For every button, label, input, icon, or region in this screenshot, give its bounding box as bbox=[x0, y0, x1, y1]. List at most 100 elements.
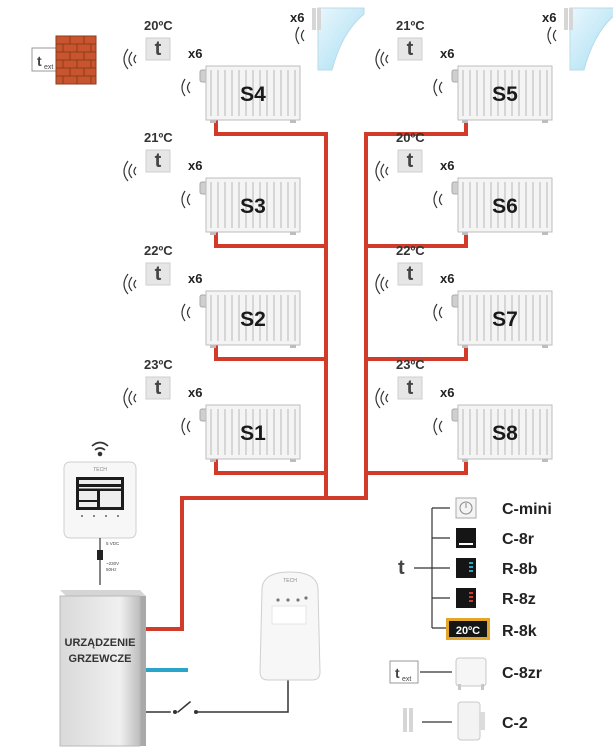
wireless-signal-icon bbox=[295, 26, 305, 45]
valve-count: x6 bbox=[440, 46, 454, 61]
wireless-signal-icon bbox=[433, 78, 443, 97]
window-sensor-count: x6 bbox=[290, 10, 304, 25]
r-8k-icon: 20ºC bbox=[446, 618, 490, 640]
wireless-signal-icon bbox=[375, 160, 389, 182]
legend-item-c-8zr: C-8zr bbox=[502, 665, 542, 682]
c-2-sensor-icon bbox=[457, 701, 485, 741]
power-label-2: ~230V bbox=[106, 561, 119, 566]
pipes bbox=[144, 120, 468, 714]
r-8k-display: 20ºC bbox=[456, 625, 480, 637]
legend-t-symbol: t bbox=[398, 557, 405, 579]
external-sensor: t ext bbox=[31, 35, 97, 85]
text-main: t bbox=[37, 53, 42, 69]
heating-device: URZĄDZENIE GRZEWCZE bbox=[59, 590, 146, 747]
controller-buttons[interactable] bbox=[81, 515, 119, 517]
module-body bbox=[259, 571, 321, 681]
legend-text-main: t bbox=[395, 665, 400, 681]
room-sensor-symbol: t bbox=[407, 150, 414, 172]
valve-count: x6 bbox=[440, 385, 454, 400]
radiator-label: S8 bbox=[492, 422, 518, 445]
c-mini-icon bbox=[455, 497, 477, 519]
power-label-3: 50Hz bbox=[106, 567, 117, 572]
room-sensor bbox=[397, 262, 423, 286]
room-sensor bbox=[145, 376, 171, 400]
radiator-label: S4 bbox=[240, 83, 266, 106]
legend-tree-lines bbox=[414, 507, 450, 629]
wireless-signal-icon bbox=[375, 48, 389, 70]
text-sub: ext bbox=[44, 64, 53, 71]
legend-item-r-8k: R-8k bbox=[502, 623, 537, 640]
wireless-signal-icon bbox=[181, 417, 191, 436]
brick-wall-icon bbox=[55, 35, 97, 85]
controller-brand: TECH bbox=[93, 467, 107, 473]
executive-module: TECH bbox=[259, 571, 321, 681]
control-wire bbox=[145, 679, 289, 714]
zone-temp: 23ºC bbox=[144, 357, 173, 372]
radiator-label: S2 bbox=[240, 308, 266, 331]
zone-temp: 21ºC bbox=[144, 130, 173, 145]
wireless-signal-icon bbox=[123, 48, 137, 70]
legend-item-r-8b: R-8b bbox=[502, 561, 538, 578]
radiator-label: S6 bbox=[492, 195, 518, 218]
wireless-signal-icon bbox=[181, 303, 191, 322]
wireless-signal-icon bbox=[123, 160, 137, 182]
wireless-signal-icon bbox=[181, 190, 191, 209]
room-sensor-symbol: t bbox=[155, 377, 162, 399]
room-sensor-symbol: t bbox=[155, 150, 162, 172]
window-sensor bbox=[312, 8, 316, 30]
wireless-signal-icon bbox=[433, 303, 443, 322]
radiator bbox=[457, 65, 553, 123]
room-sensor bbox=[397, 149, 423, 173]
window-sensor bbox=[564, 8, 568, 30]
c-8zr-sensor-icon bbox=[455, 657, 487, 690]
radiator bbox=[205, 404, 301, 462]
room-sensor-symbol: t bbox=[155, 38, 162, 60]
module-indicators bbox=[276, 596, 308, 602]
valve-count: x6 bbox=[188, 46, 202, 61]
legend-text-box bbox=[389, 660, 419, 684]
module-brand: TECH bbox=[283, 578, 297, 584]
room-sensor-symbol: t bbox=[407, 377, 414, 399]
radiator bbox=[457, 290, 553, 348]
radiator-label: S3 bbox=[240, 195, 266, 218]
radiator bbox=[205, 177, 301, 235]
valve-count: x6 bbox=[440, 271, 454, 286]
radiator-label: S1 bbox=[240, 422, 266, 445]
r-8z-icon bbox=[456, 588, 476, 608]
window-sensor-count: x6 bbox=[542, 10, 556, 25]
wireless-signal-icon bbox=[433, 190, 443, 209]
c-8r-icon bbox=[456, 528, 476, 548]
heating-device-label-1: URZĄDZENIE bbox=[65, 637, 136, 649]
room-sensor bbox=[145, 37, 171, 61]
zone-temp: 22ºC bbox=[396, 243, 425, 258]
zone-temp: 22ºC bbox=[144, 243, 173, 258]
radiator-label: S5 bbox=[492, 83, 518, 106]
room-controller: TECH 5 VDC ~230V 50Hz bbox=[63, 441, 137, 585]
wireless-signal-icon bbox=[375, 387, 389, 409]
radiator bbox=[457, 404, 553, 462]
heating-device-label-2: GRZEWCZE bbox=[69, 653, 132, 665]
wireless-signal-icon bbox=[375, 273, 389, 295]
room-sensor bbox=[397, 37, 423, 61]
left-riser-pipe bbox=[214, 120, 328, 500]
radiator bbox=[457, 177, 553, 235]
relay-contact bbox=[194, 710, 198, 714]
controller-screen-content bbox=[79, 480, 121, 507]
window-icon bbox=[569, 7, 613, 71]
radiator-label: S7 bbox=[492, 308, 518, 331]
room-sensor bbox=[145, 149, 171, 173]
wireless-signal-icon bbox=[547, 26, 557, 45]
wifi-icon bbox=[91, 441, 109, 457]
room-sensor-symbol: t bbox=[407, 38, 414, 60]
zone-temp: 23ºC bbox=[396, 357, 425, 372]
valve-count: x6 bbox=[440, 158, 454, 173]
